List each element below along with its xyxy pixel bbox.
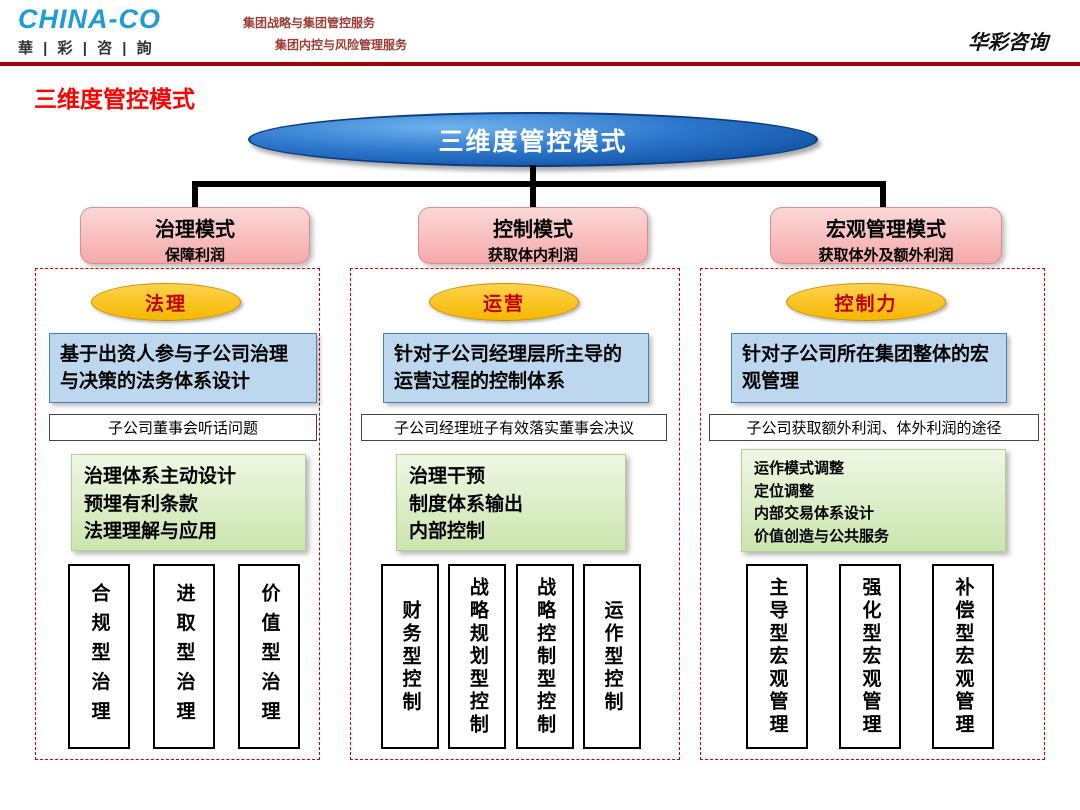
mode-box-macro: 宏观管理模式 获取体外及额外利润 xyxy=(770,207,1002,264)
connector-branch-1 xyxy=(192,181,198,211)
type-row: 主导型宏观管理 强化型宏观管理 补偿型宏观管理 xyxy=(746,564,994,749)
action-line: 运作模式调整 xyxy=(754,460,845,477)
type-box: 补偿型宏观管理 xyxy=(932,564,994,749)
logo-wordmark: CHINA-CO xyxy=(18,4,161,34)
column-macro: 控制力 针对子公司所在集团整体的宏观管理 子公司获取额外利润、体外利润的途径 运… xyxy=(700,268,1045,760)
description-box: 基于出资人参与子公司治理与决策的法务体系设计 xyxy=(49,333,317,403)
service-line-1: 集团战略与集团管控服务 xyxy=(243,16,376,30)
description-box: 针对子公司所在集团整体的宏观管理 xyxy=(731,333,1007,403)
action-line: 预埋有利条款 xyxy=(84,493,199,515)
mode-box-control: 控制模式 获取体内利润 xyxy=(418,207,648,264)
type-box: 进取型治理 xyxy=(153,564,215,749)
type-box: 战略控制型控制 xyxy=(515,564,574,749)
mode-subtitle: 获取体外及额外利润 xyxy=(818,247,954,264)
badge-ellipse-legal: 法理 xyxy=(91,283,241,321)
connector-branch-3 xyxy=(880,181,886,211)
type-box: 财务型控制 xyxy=(381,564,439,749)
badge-label: 运营 xyxy=(482,293,525,315)
type-row: 财务型控制 战略规划型控制 战略控制型控制 运作型控制 xyxy=(381,564,641,749)
type-row: 合规型治理 进取型治理 价值型治理 xyxy=(68,564,300,749)
note-box: 子公司经理班子有效落实董事会决议 xyxy=(361,414,667,441)
column-governance: 法理 基于出资人参与子公司治理与决策的法务体系设计 子公司董事会听话问题 治理体… xyxy=(35,268,320,760)
mode-box-governance: 治理模式 保障利润 xyxy=(80,207,310,264)
logo-chinese-name: 華 | 彩 | 咨 | 詢 xyxy=(18,40,155,57)
root-node-label: 三维度管控模式 xyxy=(438,127,628,156)
action-line: 定位调整 xyxy=(754,482,815,500)
type-box: 合规型治理 xyxy=(68,564,130,749)
header: CHINA-CO 華 | 彩 | 咨 | 詢 集团战略与集团管控服务 集团内控与… xyxy=(0,0,1080,62)
actions-box: 运作模式调整 定位调整 内部交易体系设计 价值创造与公共服务 xyxy=(741,449,1006,552)
mode-title: 宏观管理模式 xyxy=(826,219,946,241)
description-box: 针对子公司经理层所主导的运营过程的控制体系 xyxy=(383,333,649,403)
mode-subtitle: 保障利润 xyxy=(164,247,225,264)
mode-title: 控制模式 xyxy=(493,219,573,241)
action-line: 内部控制 xyxy=(409,521,486,543)
connector-stem xyxy=(530,165,536,185)
page-title: 三维度管控模式 xyxy=(34,86,195,112)
service-line-2: 集团内控与风险管理服务 xyxy=(275,38,408,52)
badge-ellipse-controlpower: 控制力 xyxy=(786,283,946,321)
badge-ellipse-operation: 运营 xyxy=(429,283,579,321)
note-box: 子公司董事会听话问题 xyxy=(49,414,317,441)
mode-subtitle: 获取体内利润 xyxy=(487,247,578,264)
type-box: 主导型宏观管理 xyxy=(746,564,808,749)
badge-label: 法理 xyxy=(144,293,187,315)
action-line: 法理理解与应用 xyxy=(84,521,218,543)
type-box: 运作型控制 xyxy=(582,564,641,749)
brand-right: 华彩咨询 xyxy=(968,32,1048,54)
type-box: 价值型治理 xyxy=(238,564,300,749)
action-line: 制度体系输出 xyxy=(409,493,524,515)
type-box: 战略规划型控制 xyxy=(448,564,507,749)
type-box: 强化型宏观管理 xyxy=(839,564,901,749)
action-line: 治理体系主动设计 xyxy=(84,466,237,487)
action-line: 治理干预 xyxy=(409,466,486,487)
actions-box: 治理干预 制度体系输出 内部控制 xyxy=(396,454,626,551)
column-control: 运营 针对子公司经理层所主导的运营过程的控制体系 子公司经理班子有效落实董事会决… xyxy=(350,268,680,760)
header-services: 集团战略与集团管控服务 集团内控与风险管理服务 xyxy=(243,14,407,53)
note-box: 子公司获取额外利润、体外利润的途径 xyxy=(709,414,1039,441)
connector-branch-2 xyxy=(530,181,536,211)
actions-box: 治理体系主动设计 预埋有利条款 法理理解与应用 xyxy=(71,454,306,551)
badge-label: 控制力 xyxy=(834,293,898,315)
action-line: 内部交易体系设计 xyxy=(754,505,875,522)
action-line: 价值创造与公共服务 xyxy=(754,527,890,545)
logo: CHINA-CO 華 | 彩 | 咨 | 詢 xyxy=(18,4,161,58)
header-divider xyxy=(0,62,1080,66)
connector-horizontal xyxy=(192,181,886,187)
mode-title: 治理模式 xyxy=(155,219,235,241)
root-node: 三维度管控模式 xyxy=(248,112,818,167)
